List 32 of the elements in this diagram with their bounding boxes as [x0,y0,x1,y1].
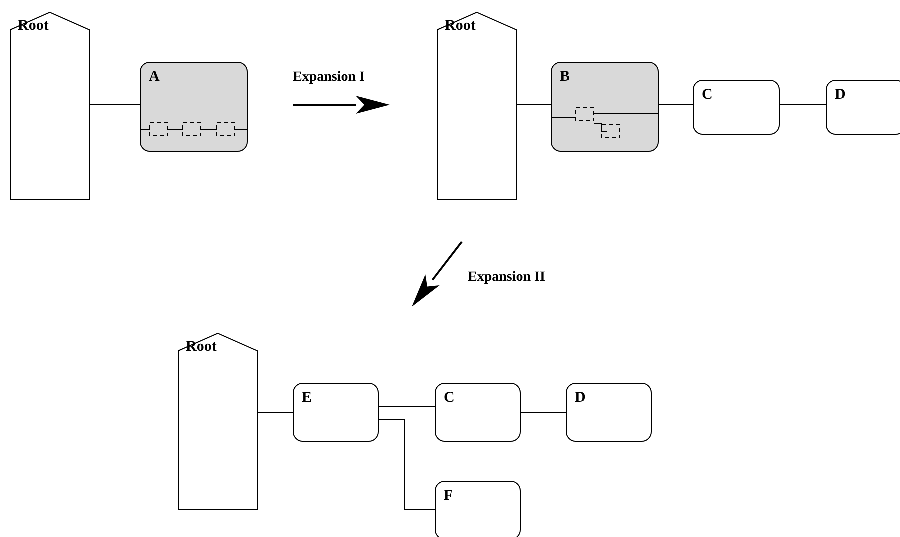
expanded-node-box [140,62,248,152]
expanded-node-box [551,62,659,152]
node-label: C [702,87,713,104]
node-box [566,383,652,442]
node-label: D [575,390,586,407]
node-label: Root [18,18,49,35]
node-label: D [835,87,846,104]
node-label: Root [445,18,476,35]
connector-line [378,420,436,510]
node-box [435,383,521,442]
connector-line [516,104,552,106]
connector-line [90,104,140,106]
node-box [293,383,379,442]
node-label: E [302,390,312,407]
node-box [826,80,900,135]
connector-line [258,412,294,414]
node-label: B [560,69,570,86]
connector-line [378,406,436,408]
node-label: C [444,390,455,407]
expansion-label: Expansion II [468,270,546,286]
node-box [435,481,521,537]
connector-line [520,412,566,414]
node-label: F [444,488,454,505]
root-pentagon [437,12,517,200]
connector-line [780,104,826,106]
connector-line [658,104,694,106]
root-pentagon [178,333,258,510]
node-label: Root [186,339,217,356]
root-pentagon [10,12,90,200]
expansion-label: Expansion I [293,70,365,86]
node-label: A [149,69,160,86]
node-box [693,80,780,135]
